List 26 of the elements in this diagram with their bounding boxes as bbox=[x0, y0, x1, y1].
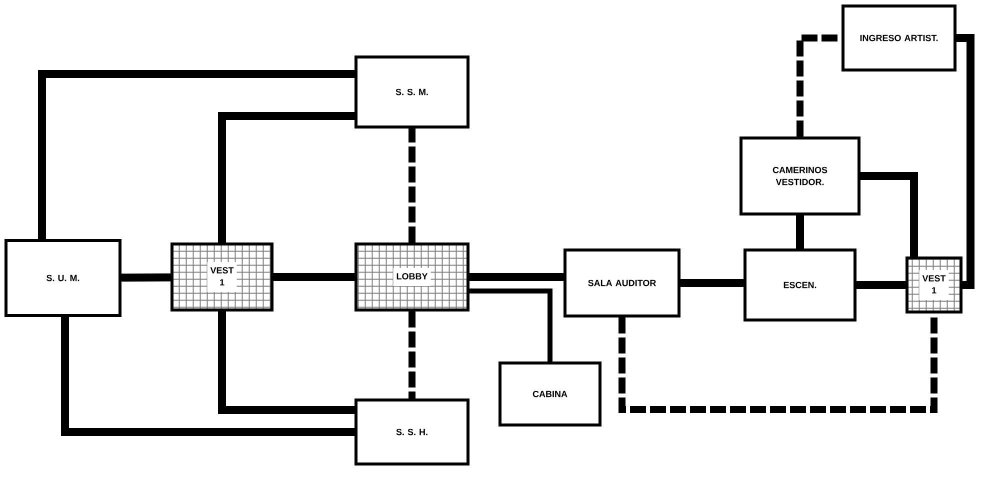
connector-line bbox=[956, 34, 974, 289]
connector-line bbox=[218, 312, 354, 414]
connector-line bbox=[680, 279, 744, 287]
dashed-connector-line bbox=[408, 312, 416, 398]
connector-line bbox=[470, 273, 564, 281]
room-box: S. S. H. bbox=[354, 398, 470, 466]
connector-line bbox=[61, 317, 354, 436]
room-box: S. S. M. bbox=[354, 56, 470, 128]
connector-line bbox=[121, 273, 171, 282]
room-box: CABINA bbox=[498, 362, 602, 426]
hatched-room-box: VEST 1 bbox=[170, 242, 274, 312]
room-box: S. U. M. bbox=[4, 239, 122, 317]
dashed-connector-line bbox=[408, 128, 416, 242]
connector-line bbox=[796, 216, 804, 248]
room-box: ESCEN. bbox=[744, 248, 856, 322]
room-box: SALA AUDITOR bbox=[564, 248, 680, 318]
connector-line bbox=[856, 281, 906, 289]
connector-line bbox=[218, 112, 354, 242]
connector-line bbox=[274, 273, 354, 281]
room-box: CAMERINOS VESTIDOR. bbox=[740, 136, 860, 216]
connector-line bbox=[38, 70, 354, 239]
connector-line bbox=[860, 172, 918, 256]
room-box: INGRESO ARTIST. bbox=[842, 4, 956, 72]
hatched-room-box: VEST 1 bbox=[906, 256, 962, 314]
connector-line bbox=[470, 288, 552, 362]
hatched-room-box: LOBBY bbox=[354, 242, 470, 312]
